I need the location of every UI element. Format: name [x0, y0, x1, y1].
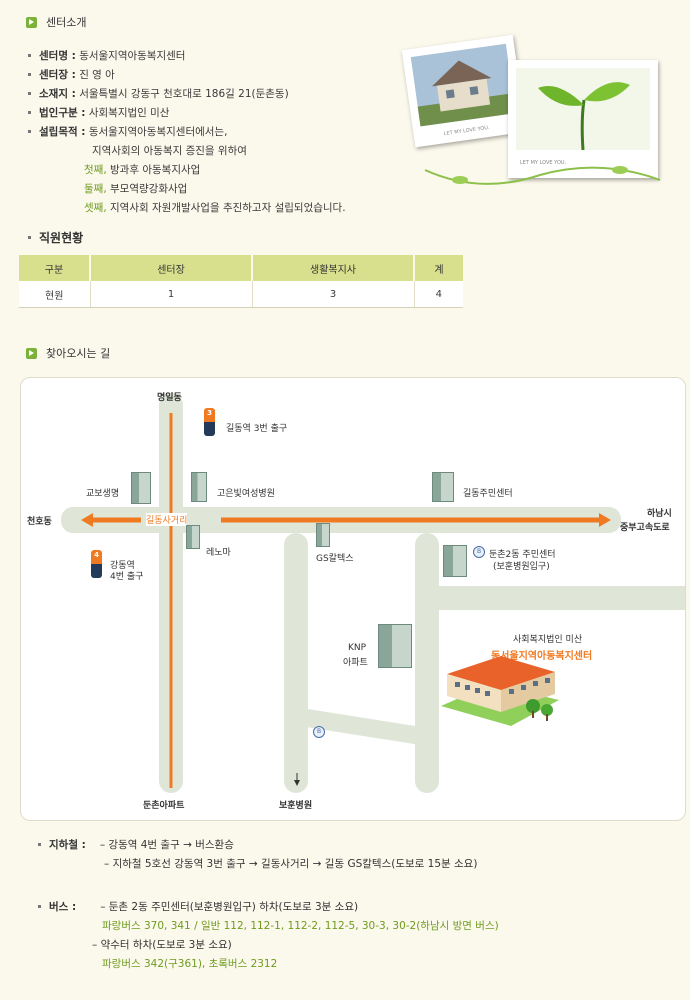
label-south-1: 둔촌아파트 [143, 801, 185, 811]
label-exit-4-1: 강동역 [110, 561, 135, 571]
info-center-name: 센터명 : 동서울지역아동복지센터 [28, 47, 346, 66]
bullet-icon [28, 110, 31, 114]
building-icon [432, 472, 454, 502]
subway-exit-4-icon: 4 [91, 550, 102, 578]
route-arrows [81, 413, 611, 788]
label-gildong-center: 길동주민센터 [463, 489, 513, 499]
section-title-directions: 찾아오시는 길 [26, 345, 110, 361]
vine-decoration [424, 166, 661, 185]
purpose-item: 둘째, 부모역량강화사업 [84, 183, 188, 195]
label-gs: GS칼텍스 [316, 554, 354, 564]
location-map: 명일동 천호동 하남시 중부고속도로 둔촌아파트 보훈병원 3 길동역 3번 출… [20, 377, 686, 821]
photo-sprout: LET MY LOVE YOU. [508, 60, 658, 178]
info-address: 소재지 : 서울특별시 강동구 천호대로 186길 21(둔촌동) [28, 85, 346, 104]
label-renoma: 레노마 [206, 548, 231, 558]
building-icon [131, 472, 151, 504]
bus-directions: 버스 :– 둔촌 2동 주민센터(보훈병원입구) 하차(도보로 3분 소요) 파… [38, 898, 499, 974]
staff-title: 직원현황 [28, 229, 83, 246]
bullet-icon [28, 236, 31, 239]
subway-directions: 지하철 :– 강동역 4번 출구 → 버스환승 – 지하철 5호선 강동역 3번… [38, 836, 477, 874]
building-icon [316, 523, 330, 547]
table-cell: 3 [252, 281, 415, 308]
info-corp: 법인구분 : 사회복지법인 미산 [28, 104, 346, 123]
bus-stop-icon: B [313, 726, 325, 738]
table-header: 구분 [19, 255, 91, 281]
table-header: 센터장 [90, 255, 253, 281]
purpose-item: 셋째, 지역사회 자원개발사업을 추진하고자 설립되었습니다. [84, 202, 346, 214]
label-dunchon-1: 둔촌2동 주민센터 [489, 550, 556, 560]
label-west: 천호동 [27, 517, 52, 527]
label-east-2: 중부고속도로 [620, 523, 670, 533]
label-north: 명일동 [157, 393, 182, 403]
bullet-icon [38, 842, 41, 846]
label-exit-4-2: 4번 출구 [110, 572, 144, 582]
label-exit-3: 길동역 3번 출구 [226, 424, 288, 434]
apartment-icon [378, 624, 412, 668]
info-purpose: 설립목적 : 동서울지역아동복지센터에서는, [28, 123, 346, 142]
bullet-icon [28, 129, 31, 133]
purpose-item: 첫째, 방과후 아동복지사업 [84, 164, 201, 176]
subway-exit-3-icon: 3 [204, 408, 215, 436]
staff-table: 구분 센터장 생활복지사 계 현원 1 3 4 [19, 255, 463, 308]
building-icon [443, 545, 467, 577]
label-goeun: 고은빛여성병원 [217, 489, 275, 499]
building-icon [186, 525, 200, 549]
table-header: 계 [414, 255, 463, 281]
center-building-icon [441, 656, 559, 726]
label-crossroad: 길동사거리 [146, 513, 188, 526]
sprout-photo-image: LET MY LOVE YOU. [516, 68, 650, 166]
road-vertical-2 [284, 533, 308, 793]
label-east-1: 하남시 [647, 509, 672, 519]
bullet-icon [28, 72, 31, 76]
label-knp-2: 아파트 [343, 658, 368, 668]
photo-caption: LET MY LOVE YOU. [443, 125, 490, 137]
photo-house: LET MY LOVE YOU. [401, 34, 527, 148]
table-row: 현원 1 3 4 [19, 281, 463, 308]
bullet-icon [28, 53, 31, 57]
table-cell: 현원 [19, 281, 91, 308]
road-horizontal-2 [439, 586, 685, 610]
play-icon [26, 347, 37, 359]
label-kyobo: 교보생명 [86, 489, 120, 499]
bullet-icon [28, 91, 31, 95]
photo-caption: LET MY LOVE YOU. [520, 160, 567, 166]
house-photo-image: LET MY LOVE YOU. [410, 43, 516, 137]
play-icon [26, 16, 37, 28]
bus-stop-icon: B [473, 546, 485, 558]
label-center: 동서울지역아동복지센터 [491, 651, 593, 662]
label-knp-1: KNP [348, 643, 367, 653]
label-south-2: 보훈병원 [279, 801, 313, 811]
purpose-line: 지역사회의 아동복지 증진을 위하여 [92, 145, 247, 157]
table-header: 생활복지사 [252, 255, 415, 281]
table-cell: 4 [414, 281, 463, 308]
building-icon [191, 472, 207, 502]
section-title-intro: 센터소개 [26, 14, 86, 30]
label-dunchon-2: (보훈병원입구) [493, 562, 550, 572]
info-list: 센터명 : 동서울지역아동복지센터 센터장 : 진 영 아 소재지 : 서울특별… [28, 47, 346, 218]
road-vertical-3 [415, 533, 439, 793]
info-director: 센터장 : 진 영 아 [28, 66, 346, 85]
bullet-icon [38, 904, 41, 908]
label-org: 사회복지법인 미산 [513, 635, 583, 645]
table-header-row: 구분 센터장 생활복지사 계 [19, 255, 463, 281]
table-cell: 1 [90, 281, 253, 308]
